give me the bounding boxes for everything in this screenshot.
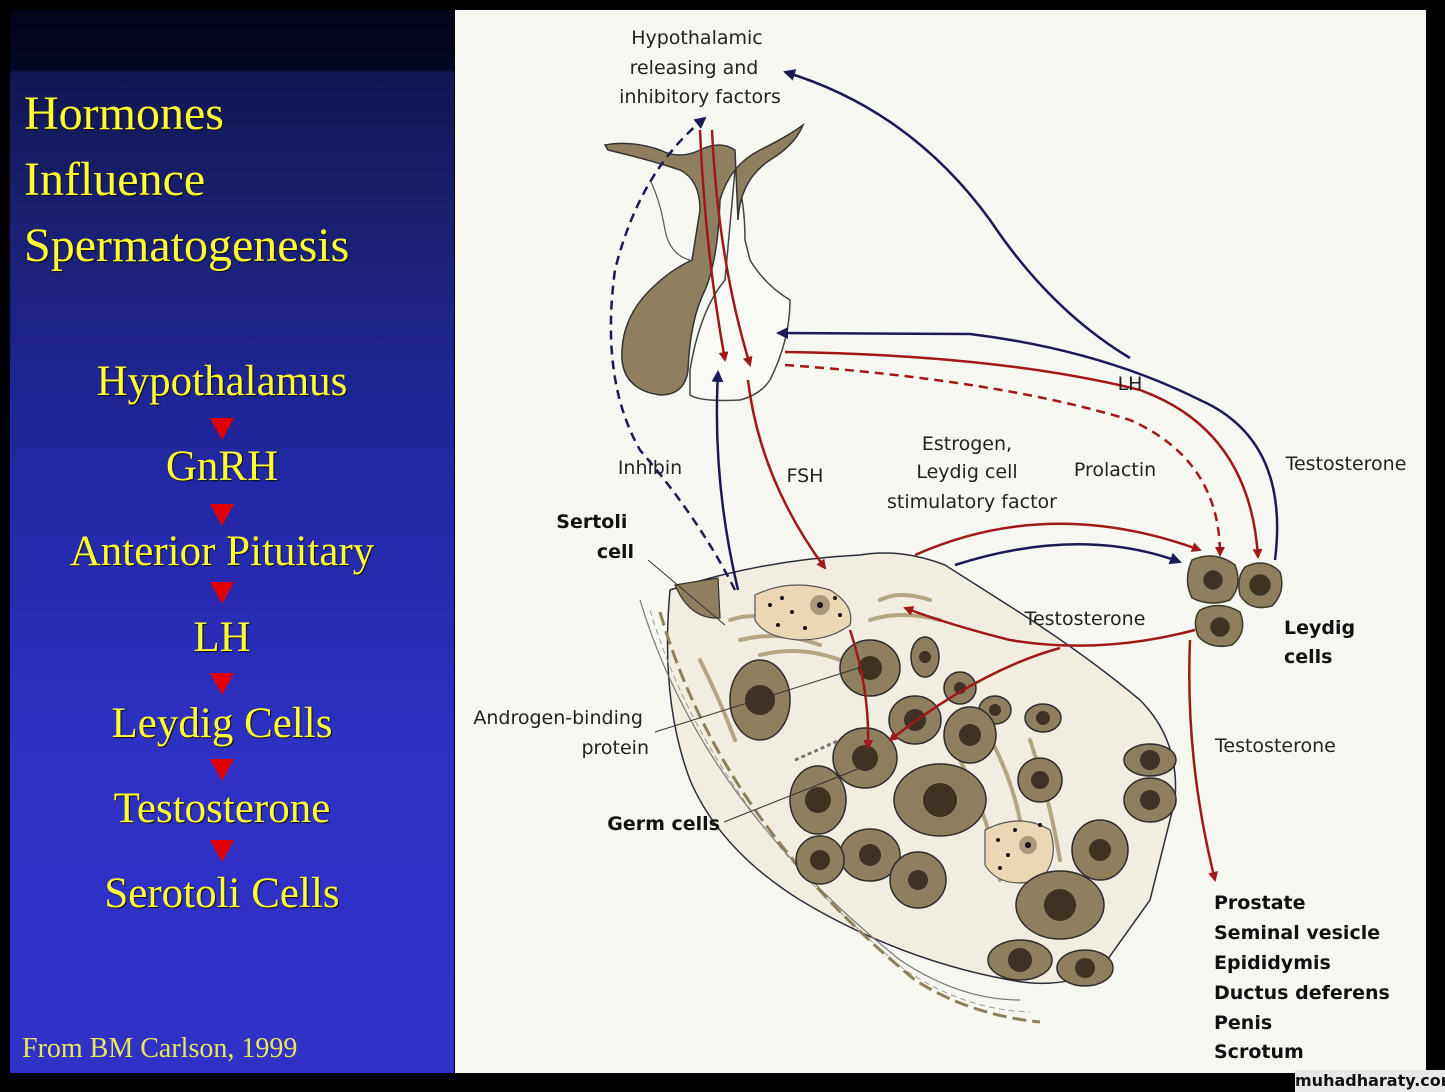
germ-cell-nucleus: [919, 651, 931, 663]
germ-cell-nucleus: [1140, 750, 1160, 770]
flow-arrow-icon: [210, 418, 234, 440]
germ-cell-nucleus: [959, 724, 981, 746]
estrogen-label: Estrogen, Leydig cell stimulatory factor: [887, 433, 1057, 513]
prolactin-arrow: [784, 363, 1225, 557]
germ-cell-nucleus: [1008, 948, 1032, 972]
germ-cell-nucleus: [805, 787, 831, 813]
germ-cell-nucleus: [858, 656, 882, 680]
germ-cell-nucleus: [1089, 839, 1111, 861]
germ-cell-nucleus: [810, 850, 830, 870]
flow-arrow-icon: [210, 840, 234, 862]
inhibin-label: Inhibin: [618, 457, 682, 479]
slide-title-line-1: Hormones: [24, 87, 224, 140]
sertoli-germ-arrow: [848, 629, 874, 750]
germ-cell-nucleus: [1075, 958, 1095, 978]
fsh-label: FSH: [787, 465, 824, 487]
sertoli-feedback-arrow: [711, 370, 740, 591]
testosterone-target-arrow: [1188, 639, 1218, 882]
hormone-arrows: [609, 69, 1279, 882]
seminiferous-tubule: [639, 552, 1177, 1024]
sertoli-cell-label: Sertoli cell: [556, 511, 634, 563]
target-organs-list: Prostate Seminal vesicle Epididymis Duct…: [1214, 892, 1396, 1063]
fsh-arrow: [746, 379, 827, 570]
germ-cells-label: Germ cells: [607, 813, 720, 835]
flow-item-anterior-pituitary: Anterior Pituitary: [69, 528, 375, 575]
slide-title-line-2: Influence: [24, 153, 206, 206]
leydig-cells-label: Leydig cells: [1284, 617, 1362, 668]
testosterone-sertoli-arrow: [903, 606, 1196, 647]
testosterone-target-label: Testosterone: [1214, 735, 1336, 757]
label-pointer-lines: [647, 559, 869, 823]
releasing-factor-arrow: [710, 129, 753, 367]
flow-arrow-icon: [210, 582, 234, 604]
flow-arrow-icon: [210, 673, 234, 695]
sertoli-nucleus: [984, 820, 1054, 884]
flow-arrow-icon: [210, 504, 234, 526]
germ-cell-nucleus: [908, 870, 928, 890]
sertoli-to-leydig-arrow: [954, 543, 1182, 567]
watermark: muhadharaty.com: [1295, 1070, 1445, 1092]
testosterone-feedback-label: Testosterone: [1285, 453, 1407, 475]
flow-item-gnrh: GnRH: [165, 443, 279, 490]
releasing-factor-arrow: [698, 129, 729, 362]
leydig-cells: [1186, 555, 1283, 648]
testosterone-feedback-arrow: [776, 327, 1279, 561]
flow-item-sertoli-cells: Serotoli Cells: [104, 870, 340, 917]
estrogen-arrow: [914, 522, 1202, 557]
germ-cell-nucleus: [989, 704, 1001, 716]
germ-cell-nucleus: [859, 844, 881, 866]
flow-item-hypothalamus: Hypothalamus: [96, 358, 348, 405]
germ-cell-nucleus: [745, 685, 775, 715]
testosterone-local-label: Testosterone: [1024, 608, 1146, 630]
testosterone-germ-arrow: [888, 646, 1061, 742]
germ-cell-nucleus: [923, 783, 957, 817]
lh-arrow: [784, 350, 1263, 559]
hypothalamic-factors-label: Hypothalamic releasing and inhibitory fa…: [619, 27, 781, 108]
hypothalamus-pituitary: [603, 122, 805, 402]
germ-cell-nucleus: [1036, 711, 1050, 725]
germ-cell-nucleus: [1140, 790, 1160, 810]
slide-text-panel: Hormones Influence Spermatogenesis Hypot…: [10, 10, 454, 1073]
hormone-regulation-diagram: Hypothalamic releasing and inhibitory fa…: [455, 10, 1426, 1073]
germ-cell-nucleus: [1031, 771, 1049, 789]
flow-item-leydig-cells: Leydig Cells: [111, 700, 333, 747]
androgen-binding-protein-label: Androgen-binding protein: [473, 707, 649, 759]
germ-cell-nucleus: [852, 745, 878, 771]
lh-label: LH: [1118, 373, 1143, 395]
tissue-fragment: [674, 577, 721, 619]
source-credit: From BM Carlson, 1999: [22, 1033, 298, 1064]
flow-item-lh: LH: [193, 614, 251, 661]
slide-title-line-3: Spermatogenesis: [24, 219, 350, 272]
germ-cell-nucleus: [1044, 889, 1076, 921]
flow-item-testosterone: Testosterone: [113, 785, 331, 832]
testosterone-hypothalamus-arrow: [783, 69, 1131, 360]
prolactin-label: Prolactin: [1074, 459, 1156, 481]
inhibin-arrow: [609, 116, 737, 591]
flow-arrow-icon: [210, 759, 234, 781]
